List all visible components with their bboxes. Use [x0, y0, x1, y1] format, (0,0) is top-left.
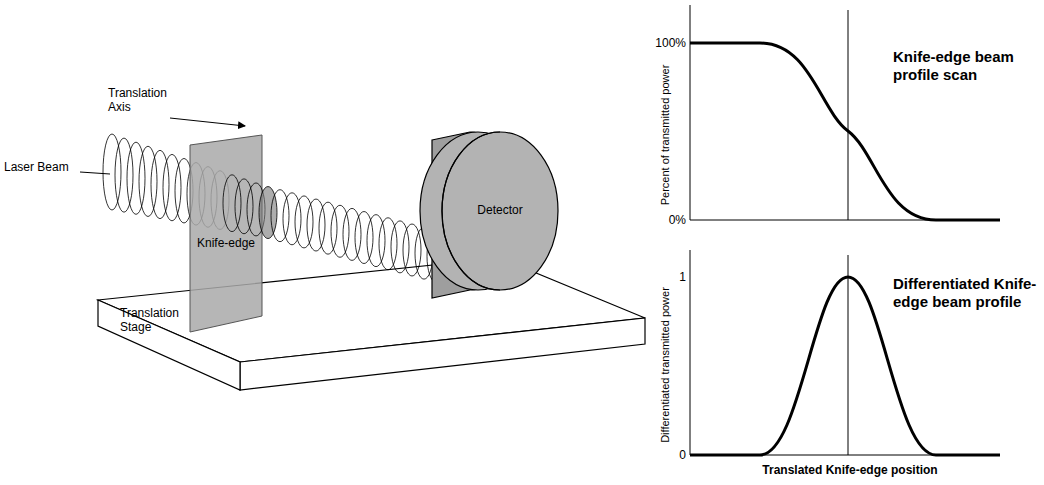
- beam-ring: [271, 190, 289, 242]
- axis-tick: 0: [640, 448, 686, 462]
- beam-ring: [391, 221, 409, 273]
- beam-ring: [307, 199, 325, 251]
- beam-ring: [403, 224, 421, 276]
- beam-ring: [235, 179, 253, 234]
- detector: [420, 132, 558, 298]
- axis-title: Percent of transmitted power: [659, 65, 672, 206]
- beam-ring: [223, 175, 241, 232]
- plot-title: Knife-edge beam profile scan: [893, 48, 1038, 84]
- axis-tick: 1: [640, 270, 686, 284]
- beam-ring: [151, 150, 169, 218]
- plot-title: Differentiated Knife-edge beam profile: [893, 275, 1038, 311]
- beam-ring: [331, 205, 349, 257]
- beam-ring: [379, 218, 397, 270]
- translation-stage: [98, 258, 645, 390]
- translation-arrow: [170, 118, 245, 126]
- node-text: Detector: [445, 203, 555, 217]
- knife-edge-label-box: Knife-edge: [192, 236, 260, 250]
- beam-ring: [283, 193, 301, 245]
- axis-label: Translation Axis: [108, 86, 178, 114]
- beam-ring: [163, 154, 181, 220]
- beam-ring: [319, 202, 337, 254]
- beam-ring: [367, 215, 385, 267]
- knife-edge-plate: [190, 135, 262, 332]
- leader-line: [80, 172, 110, 174]
- beam-label: Laser Beam: [4, 160, 84, 174]
- axis-tick: 100%: [640, 36, 686, 50]
- beam-ring: [259, 187, 277, 239]
- detector-box: Detector: [445, 203, 555, 217]
- scan-plot: [690, 5, 1000, 220]
- node-text: Translation Stage: [120, 306, 210, 334]
- axis-title: Differentiated transmitted power: [659, 287, 672, 443]
- axis-tick: 0%: [640, 213, 686, 227]
- node-text: Knife-edge: [192, 236, 260, 250]
- beam-ring: [295, 196, 313, 248]
- laser-beam: [223, 175, 445, 282]
- translation-stage-box: Translation Stage: [120, 306, 210, 334]
- beam-ring: [355, 212, 373, 264]
- axis-title: Translated Knife-edge position: [745, 463, 955, 477]
- beam-ring: [343, 208, 361, 260]
